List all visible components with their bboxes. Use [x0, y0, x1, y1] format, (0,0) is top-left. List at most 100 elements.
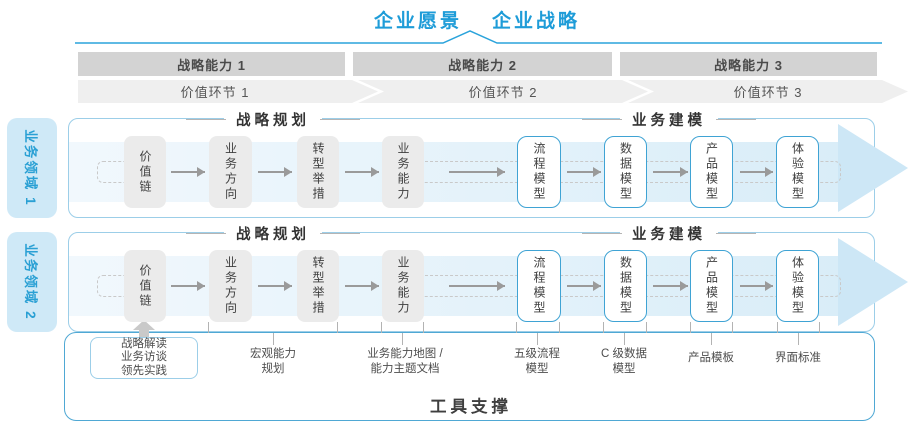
enterprise-strategy-title: 企业战略 [492, 11, 581, 32]
box-process-model: 流程模型 [517, 250, 561, 322]
flow-arrow-icon [567, 281, 601, 291]
box-experience-model: 体验模型 [776, 250, 819, 322]
annotation-line: 模型 [612, 362, 636, 375]
box-transformation-initiatives: 转型举措 [297, 250, 339, 322]
box-product-model: 产品模型 [690, 136, 733, 208]
bracket-drop-line [603, 322, 604, 333]
flow-arrow-icon [653, 281, 688, 291]
box-business-direction-label: 业务方向 [223, 256, 238, 316]
box-data-model-label: 数据模型 [618, 256, 633, 316]
bracket-drop-line [337, 322, 338, 333]
annotation-line: 界面标准 [775, 352, 821, 364]
bracket-stem-line [624, 333, 625, 345]
box-business-capability-label: 业务能力 [396, 256, 410, 316]
bracket-stem-line [711, 333, 712, 345]
box-experience-model: 体验模型 [776, 136, 819, 208]
box-experience-model-label: 体验模型 [790, 142, 805, 202]
annotation-line: 业务能力地图 / [367, 348, 443, 360]
section-title-strategic-planning: 战略规划 [186, 223, 360, 244]
bracket-drop-line [559, 322, 560, 333]
flow-arrow-icon [171, 167, 205, 177]
business-domain-label-1-text: 业务领域 1 [23, 129, 38, 207]
box-process-model: 流程模型 [517, 136, 561, 208]
section-title-business-modeling: 业务建模 [582, 223, 756, 244]
box-business-capability-label: 业务能力 [396, 142, 410, 202]
flow-band-arrowhead-icon [838, 238, 908, 326]
bracket-stem-line [402, 333, 403, 345]
annotation-line: 宏观能力 [250, 348, 296, 360]
strategic-capability-bar-1: 战略能力 1 [78, 52, 345, 76]
flow-arrow-icon [567, 167, 601, 177]
annotation-capability-map-docs: 业务能力地图 / 能力主题文档 [367, 347, 442, 377]
bracket-drop-line [732, 322, 733, 333]
bracket-drop-line [423, 322, 424, 333]
annotation-interface-standard: 界面标准 [775, 351, 821, 366]
box-business-capability: 业务能力 [382, 136, 424, 208]
box-process-model-label: 流程模型 [532, 142, 546, 202]
section-title-strategic-planning: 战略规划 [186, 109, 360, 130]
practice-line: 领先实践 [121, 364, 167, 377]
box-product-model-label: 产品模型 [704, 256, 719, 316]
annotation-line: C 级数据 [601, 348, 647, 360]
flow-arrow-icon [449, 281, 505, 291]
annotation-line: 规划 [261, 362, 285, 375]
box-business-direction-label: 业务方向 [223, 142, 238, 202]
annotation-product-template: 产品模板 [688, 351, 734, 366]
tool-support-container [64, 332, 875, 421]
annotation-line: 模型 [525, 362, 549, 375]
box-value-chain-label: 价值链 [138, 149, 152, 195]
box-data-model: 数据模型 [604, 250, 647, 322]
business-domain-label-1: 业务领域 1 [7, 118, 57, 218]
annotation-level5-process-model: 五级流程 模型 [514, 347, 560, 377]
box-process-model-label: 流程模型 [532, 256, 546, 316]
bracket-drop-line [690, 322, 691, 333]
bracket-drop-line [819, 322, 820, 333]
box-business-direction: 业务方向 [209, 250, 252, 322]
strategic-capability-bar-3: 战略能力 3 [620, 52, 877, 76]
strategic-capability-bar-2: 战略能力 2 [353, 52, 612, 76]
box-product-model-label: 产品模型 [704, 142, 719, 202]
value-link-chevron-1: 价值环节 1 [78, 80, 378, 103]
bracket-drop-line [516, 322, 517, 333]
annotation-line: 产品模板 [688, 352, 734, 364]
box-value-chain: 价值链 [124, 136, 166, 208]
enterprise-vision-title: 企业愿景 [374, 11, 463, 32]
flow-arrow-icon [449, 167, 505, 177]
value-link-chevron-3: 价值环节 3 [628, 80, 908, 103]
annotation-c-level-data-model: C 级数据 模型 [601, 347, 647, 377]
flow-arrow-icon [740, 281, 773, 291]
bracket-drop-line [777, 322, 778, 333]
domain-2-lane-panel: 战略规划 业务建模 价值链 业务方向 转型举措 业务能力 流程模型 数据模型 产… [68, 223, 908, 332]
flow-arrow-icon [740, 167, 773, 177]
bracket-drop-line [381, 322, 382, 333]
box-business-direction: 业务方向 [209, 136, 252, 208]
box-transformation-initiatives-label: 转型举措 [311, 142, 325, 202]
bracket-drop-line [208, 322, 209, 333]
bracket-stem-line [273, 333, 274, 345]
box-data-model-label: 数据模型 [618, 142, 633, 202]
box-business-capability: 业务能力 [382, 250, 424, 322]
practice-line: 战略解读 [121, 337, 167, 350]
bracket-stem-line [537, 333, 538, 345]
annotation-line: 五级流程 [514, 348, 560, 360]
box-product-model: 产品模型 [690, 250, 733, 322]
practice-line: 业务访谈 [121, 351, 167, 364]
strategy-practices-box: 战略解读 业务访谈 领先实践 [90, 337, 198, 379]
box-value-chain: 价值链 [124, 250, 166, 322]
flow-arrow-icon [345, 281, 379, 291]
tool-support-title: 工具支撑 [430, 398, 512, 416]
flow-arrow-icon [258, 281, 292, 291]
value-link-chevron-2: 价值环节 2 [358, 80, 648, 103]
section-title-business-modeling: 业务建模 [582, 109, 756, 130]
box-transformation-initiatives: 转型举措 [297, 136, 339, 208]
annotation-line: 能力主题文档 [370, 362, 440, 375]
box-experience-model-label: 体验模型 [790, 256, 805, 316]
header-divider-caret-icon [75, 30, 882, 44]
bracket-drop-line [646, 322, 647, 333]
business-domain-label-2: 业务领域 2 [7, 232, 57, 332]
domain-1-lane-panel: 战略规划 业务建模 价值链 业务方向 转型举措 业务能力 流程模型 数据模型 产… [68, 109, 908, 218]
box-transformation-initiatives-label: 转型举措 [311, 256, 325, 316]
annotation-macro-capability-planning: 宏观能力 规划 [250, 347, 296, 377]
flow-arrow-icon [345, 167, 379, 177]
